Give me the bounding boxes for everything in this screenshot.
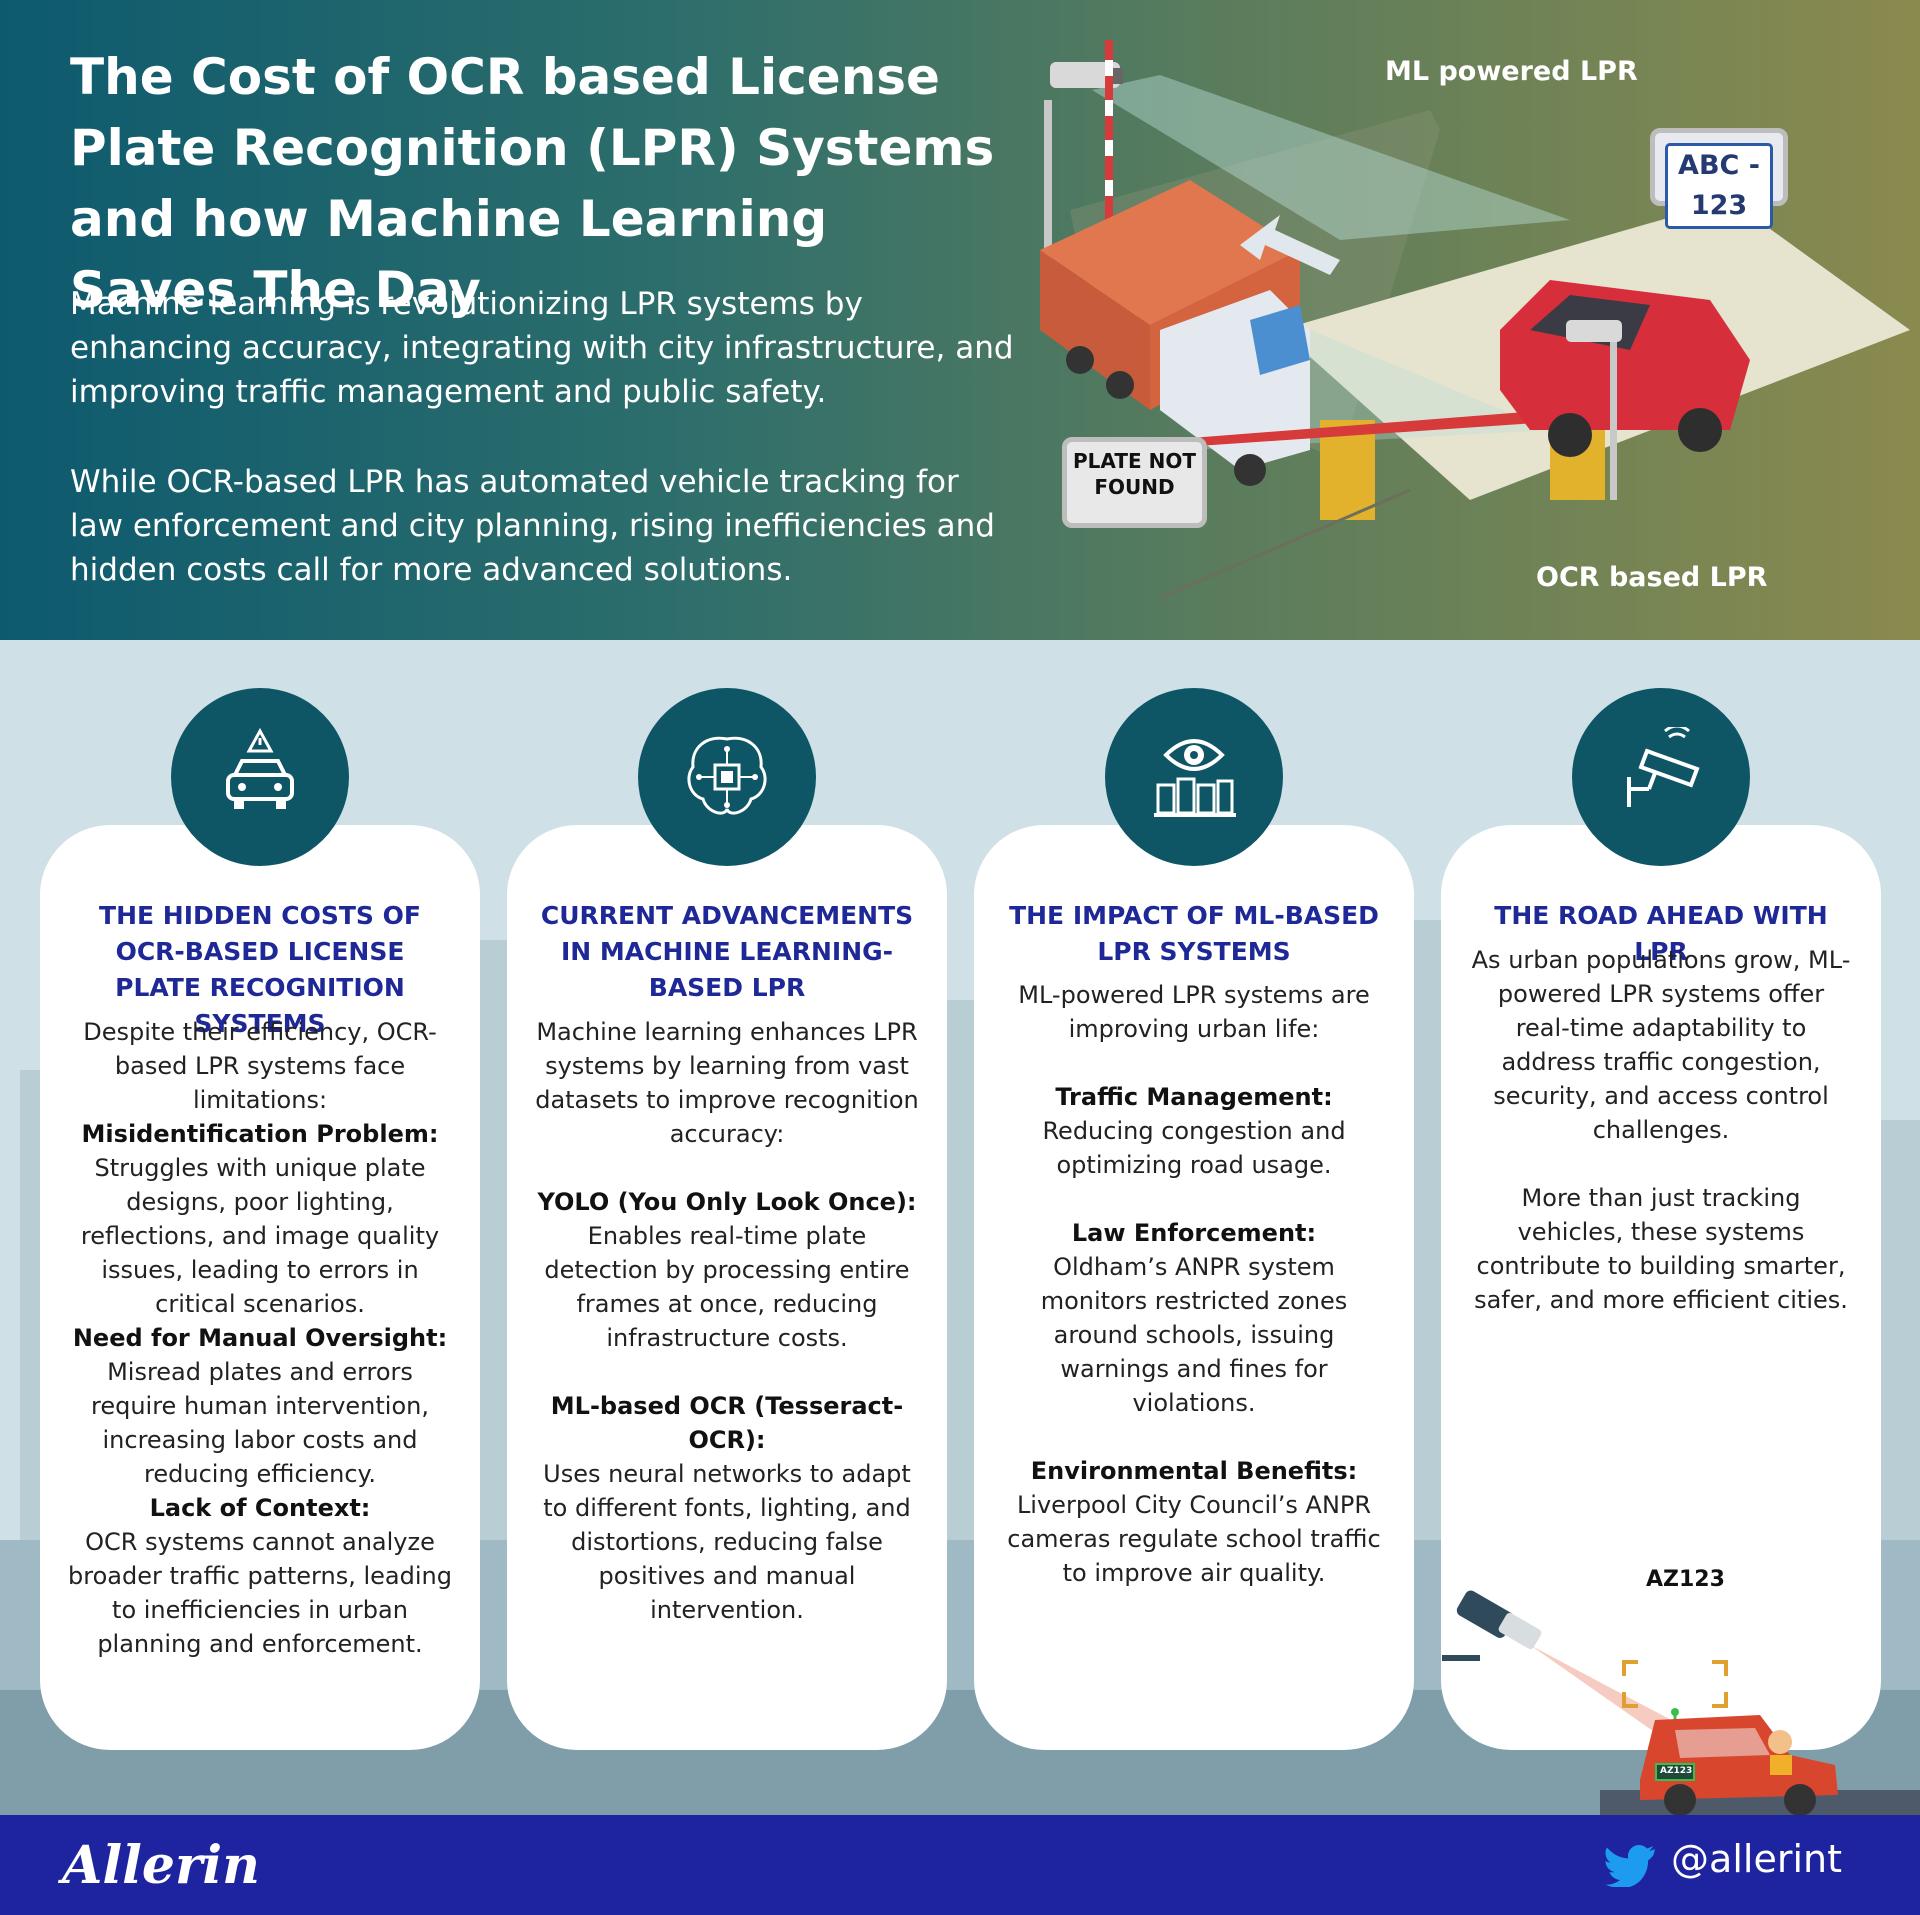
card-title: THE HIDDEN COSTS OF OCR-BASED LICENSE PL… <box>99 901 421 1038</box>
plate-detection-illustration: AZ123 AZ123 <box>1440 1550 1900 1816</box>
detection-scene-graphic <box>1442 1590 1838 1816</box>
card-ml-advancements: CURRENT ADVANCEMENTS IN MACHINE LEARNING… <box>507 825 947 1750</box>
card-body: Machine learning enhances LPR systems by… <box>535 1015 919 1627</box>
point-text: Enables real-time plate detection by pro… <box>544 1222 910 1352</box>
card-hidden-costs: THE HIDDEN COSTS OF OCR-BASED LICENSE PL… <box>40 825 480 1750</box>
card-ml-impact: THE IMPACT OF ML-BASED LPR SYSTEMS ML-po… <box>974 825 1414 1750</box>
point-heading: YOLO (You Only Look Once): <box>537 1188 917 1216</box>
card-intro: Machine learning enhances LPR systems by… <box>535 1018 919 1148</box>
point-text: Misread plates and errors require human … <box>90 1358 429 1488</box>
point-heading: Environmental Benefits: <box>1030 1457 1358 1485</box>
toll-gate-illustration: ML powered LPR OCR based LPR ABC - 123 P… <box>1010 30 1910 630</box>
twitter-icon <box>1605 1845 1655 1887</box>
point-heading: Misidentification Problem: <box>81 1120 439 1148</box>
intro-paragraph-2: While OCR-based LPR has automated vehicl… <box>70 464 995 588</box>
plate-not-found-line2: FOUND <box>1094 475 1175 499</box>
point-heading: Need for Manual Oversight: <box>72 1324 448 1352</box>
card-title: CURRENT ADVANCEMENTS IN MACHINE LEARNING… <box>540 901 914 1002</box>
card-4-icon-circle <box>1572 688 1750 866</box>
brain-chip-icon <box>687 736 767 815</box>
intro-paragraph-1: Machine learning is revolutionizing LPR … <box>70 286 1014 410</box>
plate-sign: ABC - 123 <box>1650 128 1788 229</box>
card-intro: ML-powered LPR systems are improving urb… <box>1018 981 1370 1043</box>
card-title: THE IMPACT OF ML-BASED LPR SYSTEMS <box>1009 901 1379 966</box>
point-text: Struggles with unique plate designs, poo… <box>80 1154 440 1318</box>
ocr-based-lpr-label: OCR based LPR <box>1536 562 1768 593</box>
detected-plate-label: AZ123 <box>1646 1567 1725 1592</box>
plate-not-found-sign: PLATE NOT FOUND <box>1062 437 1207 528</box>
point-text: Uses neural networks to adapt to differe… <box>543 1460 911 1624</box>
card-body: ML-powered LPR systems are improving urb… <box>1002 978 1386 1590</box>
card-intro: Despite their efficiency, OCR-based LPR … <box>83 1018 437 1114</box>
toll-gate-scene-graphic <box>1040 40 1910 600</box>
ml-powered-lpr-label: ML powered LPR <box>1385 56 1638 87</box>
point-text: Oldham’s ANPR system monitors restricted… <box>1040 1253 1348 1417</box>
security-camera-icon <box>1627 727 1700 807</box>
point-heading: Lack of Context: <box>149 1494 371 1522</box>
point-heading: Law Enforcement: <box>1071 1219 1317 1247</box>
allerin-logo: Allerin <box>62 1835 260 1896</box>
card-body: Despite their efficiency, OCR-based LPR … <box>68 1015 452 1661</box>
card-1-icon-circle <box>171 688 349 866</box>
plate-not-found-line1: PLATE NOT <box>1073 449 1196 473</box>
card-title: THE ROAD AHEAD WITH LPR <box>1494 901 1828 966</box>
point-text: OCR systems cannot analyze broader traff… <box>68 1528 452 1658</box>
card-body: As urban populations grow, ML-powered LP… <box>1469 943 1853 1317</box>
card-2-icon-circle <box>638 688 816 866</box>
point-text: Liverpool City Council’s ANPR cameras re… <box>1007 1491 1381 1587</box>
header-banner: The Cost of OCR based License Plate Reco… <box>0 0 1920 640</box>
license-plate-text: ABC - 123 <box>1665 143 1773 229</box>
footer-bar: Allerin @allerint <box>0 1815 1920 1915</box>
point-text: Reducing congestion and optimizing road … <box>1042 1117 1346 1179</box>
car-warning-icon <box>226 727 294 809</box>
card-paragraph-2: More than just tracking vehicles, these … <box>1474 1184 1848 1314</box>
point-heading: ML-based OCR (Tesseract-OCR): <box>550 1392 904 1454</box>
page-title: The Cost of OCR based License Plate Reco… <box>70 48 995 319</box>
twitter-handle[interactable]: @allerint <box>1671 1837 1842 1881</box>
car-plate-label: AZ123 <box>1660 1766 1693 1776</box>
card-road-ahead: THE ROAD AHEAD WITH LPR As urban populat… <box>1441 825 1881 1750</box>
card-3-icon-circle <box>1105 688 1283 866</box>
card-paragraph-1: As urban populations grow, ML-powered LP… <box>1471 946 1851 1144</box>
eye-city-icon <box>1154 739 1236 817</box>
point-heading: Traffic Management: <box>1055 1083 1333 1111</box>
